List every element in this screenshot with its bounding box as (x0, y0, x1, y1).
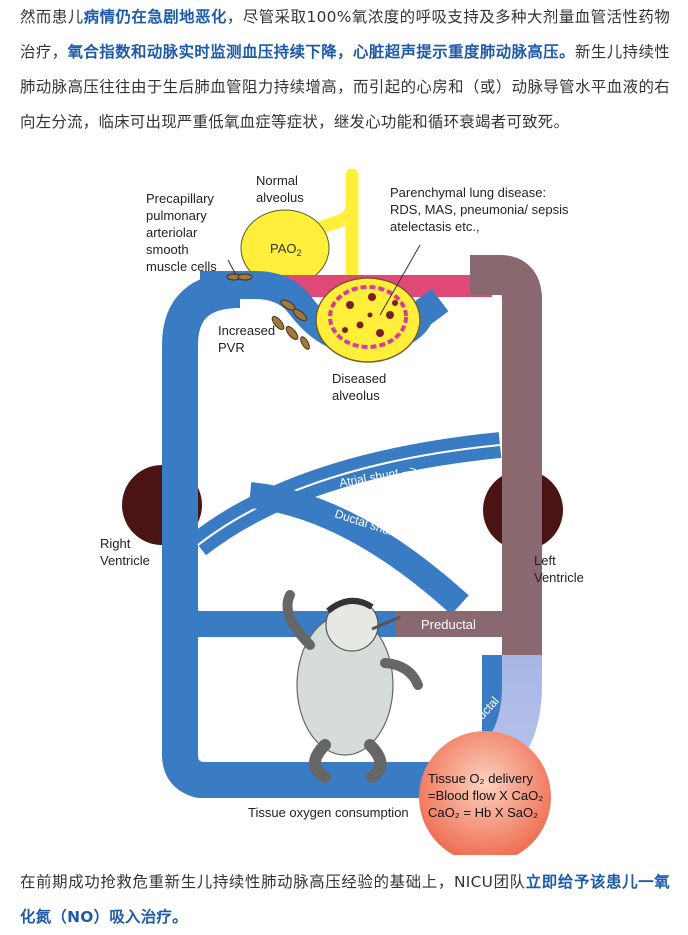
precapillary-label: Precapillary pulmonary arteriolar smooth… (146, 191, 218, 274)
preductal-label: Preductal (421, 617, 476, 632)
atrial-shunt-edge (197, 444, 501, 546)
pao2-label: PAO2 (270, 241, 302, 258)
infant-figure (282, 590, 423, 783)
outro-highlight-no-therapy: 立即给予该患儿一氧化氮（NO）吸入治疗。 (20, 873, 670, 926)
left-ventricle-label: Left Ventricle (534, 553, 584, 585)
alveolus-debris (342, 293, 398, 337)
ductal-shunt (248, 482, 469, 615)
outro-text: 在前期成功抢救危重新生儿持续性肺动脉高压经验的基础上，NICU团队 (20, 873, 526, 891)
intro-text-treatment: ，尽管采取100%氧浓度的呼吸支持及多种大剂量血管活性药物治疗， (20, 8, 671, 61)
smooth-muscle-cells (226, 273, 310, 350)
diseased-alveolus-label: Diseased alveolus (332, 371, 390, 403)
muscle-pointer (227, 259, 237, 276)
parenchymal-label: Parenchymal lung disease: RDS, MAS, pneu… (390, 185, 572, 234)
normal-alveolus-label: Normal alveolus (256, 173, 304, 205)
intro-highlight-oxygenation: 氧合指数和动脉实时监测血压持续下降，心脏超声提示重度肺动脉高压。 (67, 43, 576, 61)
inflammation-ring (328, 285, 408, 349)
preductal-segment (395, 611, 505, 637)
outro-paragraph: 在前期成功抢救危重新生儿持续性肺动脉高压经验的基础上，NICU团队立即给予该患儿… (20, 865, 670, 935)
pointer-line (379, 244, 421, 316)
intro-paragraph: 然而患儿病情仍在急剧地恶化，尽管采取100%氧浓度的呼吸支持及多种大剂量血管活性… (20, 0, 670, 140)
right-ventricle-label: Right Ventricle (100, 536, 150, 568)
tissue-consumption-label: Tissue oxygen consumption (248, 805, 409, 820)
tissue-delivery-label: Tissue O₂ delivery =Blood flow X CaO₂ Ca… (428, 771, 547, 820)
intro-highlight-worsening: 病情仍在急剧地恶化 (83, 8, 227, 26)
increased-pvr-label: Increased PVR (218, 323, 279, 355)
pphn-circulation-diagram: PAO2 Normal alveolus Diseased alveolus P… (100, 168, 584, 855)
intro-text: 然而患儿 (20, 8, 84, 26)
tissue-delivery-circle (419, 731, 551, 855)
intro-text-pphn: 新生儿持续性肺动脉高压往往由于生后肺血管阻力持续增高，而引起的心房和（或）动脉导… (20, 43, 670, 131)
